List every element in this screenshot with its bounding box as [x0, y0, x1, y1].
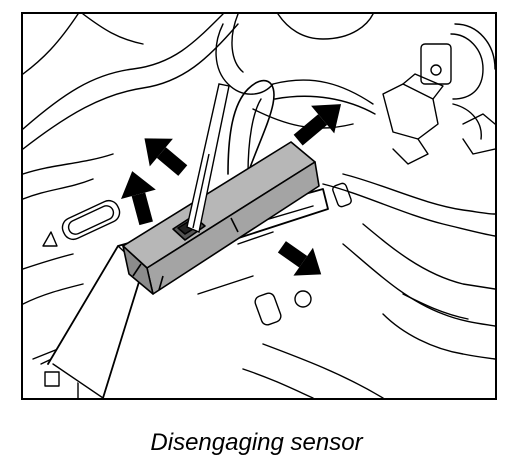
slot-contour [67, 205, 115, 235]
connector-contour [382, 83, 439, 140]
slot-contour [254, 292, 282, 326]
connector-contour [454, 23, 495, 70]
arrow-down-right-icon [277, 241, 322, 276]
sensor-removal-illustration [23, 14, 495, 398]
housing-contour [322, 183, 495, 237]
slot-contour [332, 182, 352, 208]
cable-contour [227, 79, 275, 215]
housing-contour [262, 343, 384, 398]
slot-contour [294, 290, 312, 308]
housing-contour [23, 14, 224, 130]
bracket-contour [252, 108, 354, 129]
connector-contour [402, 73, 444, 100]
connector-contour [420, 43, 452, 85]
housing-contour [23, 253, 74, 270]
connector-contour [462, 138, 495, 155]
cover-contour [52, 363, 104, 398]
arrow-up-icon [144, 138, 188, 176]
housing-contour [23, 14, 79, 75]
housing-contour [23, 178, 94, 200]
bracket-contour [277, 14, 374, 40]
slot-contour [42, 231, 58, 247]
cable-contour [247, 98, 262, 175]
housing-contour [342, 243, 495, 327]
housing-contour [82, 14, 144, 45]
housing-contour [23, 153, 114, 175]
pry-tool [186, 83, 230, 233]
cable-contour [274, 95, 376, 115]
connector-contour [430, 64, 442, 76]
connector-contour [450, 33, 484, 100]
latch-contour [44, 371, 60, 387]
housing-contour [382, 313, 495, 360]
cover-contour [237, 231, 274, 245]
slot-contour [61, 199, 121, 241]
connector-contour [462, 113, 495, 125]
cover-contour [47, 188, 329, 398]
direction-arrows [121, 104, 342, 276]
housing-contour [242, 368, 314, 398]
housing-contour [23, 283, 84, 305]
bracket-contour [231, 14, 244, 73]
connector-contour [392, 138, 429, 165]
housing-contour [342, 173, 495, 215]
cover-contour [197, 275, 254, 295]
caption: Disengaging sensor [150, 429, 363, 456]
arrow-up-icon [121, 171, 156, 226]
arrow-up-right-icon [293, 104, 342, 146]
sensor-front-face [122, 245, 154, 295]
illustration-frame [21, 12, 497, 400]
bracket-contour [215, 23, 274, 95]
housing-contour [362, 223, 495, 290]
housing-contour [23, 23, 239, 150]
cable-contour [272, 79, 374, 105]
housing-contour [402, 293, 469, 320]
